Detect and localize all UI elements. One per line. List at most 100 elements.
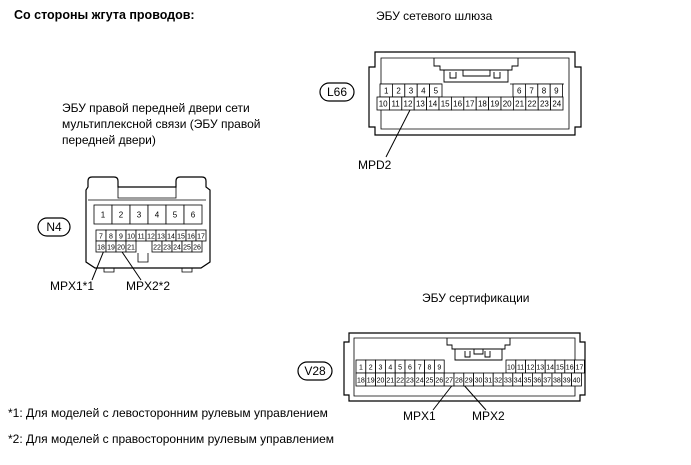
cert-row1-right-pin: 16 xyxy=(566,365,574,372)
gateway-row2-pin: 16 xyxy=(453,100,462,109)
cert-code-badge xyxy=(297,361,333,381)
gateway-row2-pin: 20 xyxy=(503,100,512,109)
door-row3-left-pin: 21 xyxy=(127,245,135,252)
door-row2-pin: 14 xyxy=(167,234,175,241)
gateway-row2-pin: 17 xyxy=(466,100,475,109)
door-row2-pin: 8 xyxy=(109,234,113,241)
door-connector xyxy=(85,176,211,273)
cert-row2-pin: 25 xyxy=(426,378,434,385)
door-callout-mpx2: MPX2*2 xyxy=(126,279,171,293)
door-row2-pin: 16 xyxy=(187,234,195,241)
door-row3-right-pin: 22 xyxy=(153,245,161,252)
gateway-row2-pin: 18 xyxy=(478,100,487,109)
cert-row1-right-pin: 11 xyxy=(517,365,524,372)
door-row3-left-cell xyxy=(125,240,137,253)
gateway-row2-cell xyxy=(550,96,564,111)
gateway-row1-right-pin: 7 xyxy=(529,87,534,96)
cert-row2-pin: 29 xyxy=(465,378,473,385)
door-row2-pin: 7 xyxy=(99,234,103,241)
door-code: N4 xyxy=(46,220,62,234)
door-row1-pin: 5 xyxy=(173,211,178,220)
cert-callout-line-2 xyxy=(461,382,487,411)
door-row3-left-pin: 18 xyxy=(97,245,105,252)
gateway-row2-pin: 23 xyxy=(540,100,549,109)
cert-row2-pin: 33 xyxy=(504,378,512,385)
gateway-row1-left-pin: 3 xyxy=(409,87,414,96)
gateway-row2-pin: 19 xyxy=(490,100,499,109)
cert-code: V28 xyxy=(304,364,326,378)
cert-row1-left-pin: 7 xyxy=(418,365,422,372)
cert-row2-pin: 32 xyxy=(494,378,502,385)
cert-row1-left-pin: 2 xyxy=(369,365,373,372)
cert-row2-pin: 31 xyxy=(484,378,492,385)
gateway-row2-pin: 14 xyxy=(428,100,437,109)
cert-row2-pin: 30 xyxy=(475,378,483,385)
door-code-badge xyxy=(37,217,71,237)
door-row3-left-pin: 19 xyxy=(107,245,115,252)
cert-row2-pin: 22 xyxy=(396,378,404,385)
door-row2-pin: 15 xyxy=(177,234,185,241)
door-row3-right-cell xyxy=(191,240,203,253)
door-callout-mpx1: MPX1*1 xyxy=(50,279,95,293)
gateway-row1-left-pin: 2 xyxy=(396,87,401,96)
door-row2-pin: 13 xyxy=(157,234,165,241)
cert-row2-pin: 28 xyxy=(455,378,463,385)
gateway-row2-pin: 12 xyxy=(404,100,413,109)
gateway-ecu-title: ЭБУ сетевого шлюза xyxy=(376,9,493,23)
gateway-callout-mpd2: MPD2 xyxy=(358,158,392,172)
gateway-code-badge xyxy=(319,82,355,102)
cert-row1-right-pin: 17 xyxy=(576,365,584,372)
door-row3-right-pin: 25 xyxy=(183,245,191,252)
cert-row2-pin: 37 xyxy=(543,378,551,385)
footnote-2: *2: Для моделей с правосторонним рулевым… xyxy=(8,432,335,446)
door-row1-pin: 4 xyxy=(155,211,160,220)
gateway-row2-pin: 24 xyxy=(552,100,561,109)
cert-row2-pin: 36 xyxy=(533,378,541,385)
cert-row1-left-pin: 6 xyxy=(408,365,412,372)
gateway-code: L66 xyxy=(327,85,347,99)
cert-row2-pin: 26 xyxy=(435,378,443,385)
cert-row1-left-pin: 3 xyxy=(379,365,383,372)
gateway-row1-left-pin: 5 xyxy=(434,87,439,96)
cert-callout-line-1 xyxy=(432,382,455,411)
door-row1-pin: 1 xyxy=(101,211,106,220)
door-row2-pin: 12 xyxy=(147,234,155,241)
cert-callout-mpx1: MPX1 xyxy=(403,409,436,423)
gateway-row2-pin: 22 xyxy=(528,100,537,109)
gateway-row1-left-pin: 4 xyxy=(421,87,426,96)
footnote-1: *1: Для моделей с левосторонним рулевым … xyxy=(8,406,328,420)
door-row2-pin: 17 xyxy=(197,234,205,241)
cert-callout-mpx2: MPX2 xyxy=(472,409,505,423)
cert-row2-pin: 35 xyxy=(524,378,532,385)
cert-row2-pin: 39 xyxy=(563,378,571,385)
door-row2-pin: 9 xyxy=(119,234,123,241)
door-row1-pin: 6 xyxy=(191,211,196,220)
cert-row1-left-pin: 5 xyxy=(398,365,402,372)
door-row2-pin: 11 xyxy=(137,234,144,241)
cert-row1-right-pin: 10 xyxy=(507,365,515,372)
gateway-row2-pin: 10 xyxy=(379,100,388,109)
cert-row2-pin: 34 xyxy=(514,378,522,385)
door-row3-right-pin: 24 xyxy=(173,245,181,252)
gateway-row2-pin: 15 xyxy=(441,100,450,109)
gateway-row2-pin: 21 xyxy=(515,100,524,109)
cert-row2-pin: 21 xyxy=(386,378,394,385)
door-row1-cell xyxy=(183,204,203,225)
cert-row1-right-pin: 12 xyxy=(527,365,535,372)
cert-row2-pin: 18 xyxy=(357,378,365,385)
cert-row1-right-pin: 13 xyxy=(536,365,544,372)
gateway-row1-right-pin: 6 xyxy=(517,87,522,96)
cert-ecu-title: ЭБУ сертификации xyxy=(422,291,530,305)
gateway-row2-pin: 11 xyxy=(391,100,400,109)
door-ecu-title-line2: мультиплексной связи (ЭБУ правой xyxy=(62,117,261,131)
gateway-row1-left-pin: 1 xyxy=(384,87,389,96)
cert-row2-pin: 27 xyxy=(445,378,453,385)
cert-row1-left-pin: 1 xyxy=(359,365,363,372)
cert-row2-pin: 20 xyxy=(377,378,385,385)
door-row3-right-pin: 26 xyxy=(193,245,201,252)
gateway-row1-right-pin: 8 xyxy=(542,87,547,96)
cert-connector xyxy=(343,332,586,402)
